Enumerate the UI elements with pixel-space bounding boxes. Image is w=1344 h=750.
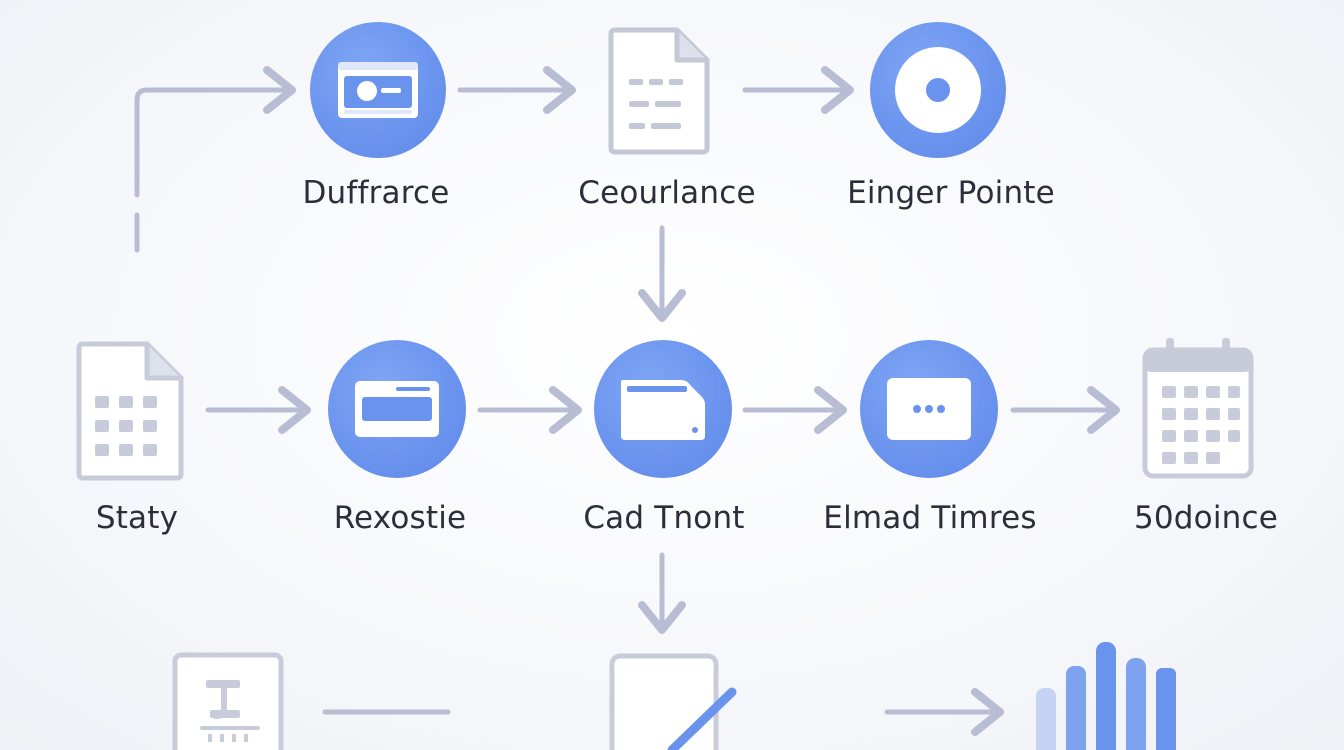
message-dots-icon: [887, 378, 971, 440]
node-cad-tnont: [594, 340, 732, 478]
label-rexostie: Rexostie: [333, 500, 467, 536]
document-icon: [608, 27, 710, 155]
label-einger-pointe: Einger Pointe: [847, 175, 1055, 211]
node-duffrarce: [310, 22, 446, 158]
label-staty: Staty: [95, 500, 179, 536]
label-50doince: 50doince: [1133, 500, 1279, 536]
bar-chart-icon: [1036, 642, 1176, 750]
node-scanner: [170, 650, 286, 750]
node-50doince: [1140, 336, 1256, 482]
connector-start-bracket: [134, 66, 296, 198]
scanner-icon: [172, 652, 284, 750]
card-icon: [355, 381, 439, 437]
target-icon: [895, 47, 981, 133]
node-staty: [75, 338, 187, 482]
label-ceourlance: Ceourlance: [578, 175, 756, 211]
calendar-icon: [1142, 338, 1254, 479]
node-bar-chart: [1030, 640, 1180, 750]
label-duffrarce: Duffrarce: [302, 175, 450, 211]
id-card-icon: [338, 62, 418, 118]
node-rexostie: [328, 340, 466, 478]
folder-icon: [621, 380, 705, 440]
node-edit-document: [608, 652, 748, 750]
edit-document-icon: [609, 653, 737, 750]
node-ceourlance: [605, 24, 715, 156]
node-einger-pointe: [870, 22, 1006, 158]
spreadsheet-file-icon: [76, 341, 184, 481]
node-elmad-timres: [860, 340, 998, 478]
label-cad-tnont: Cad Tnont: [583, 500, 745, 536]
label-elmad-timres: Elmad Timres: [823, 500, 1037, 536]
